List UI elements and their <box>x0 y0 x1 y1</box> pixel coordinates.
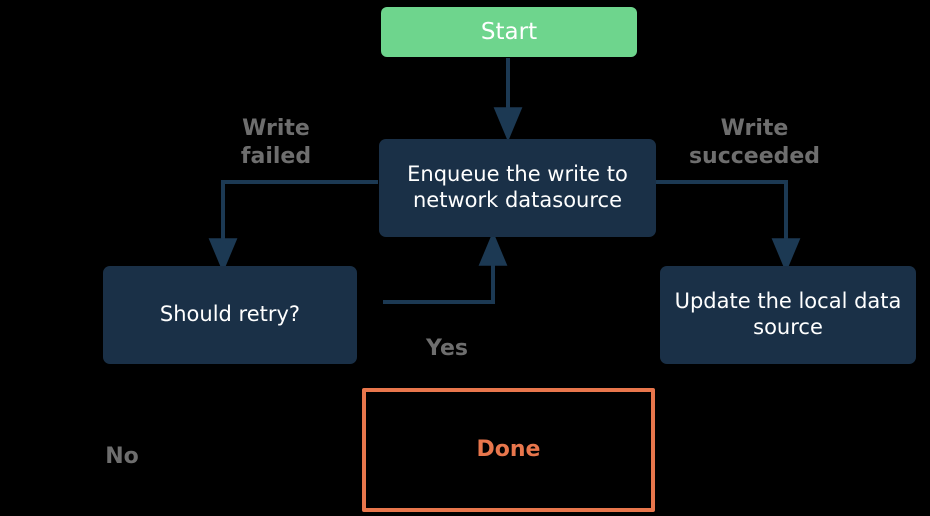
node-done[interactable]: Done <box>362 388 655 512</box>
edge-label-yes: Yes <box>426 336 468 361</box>
edge-label-no: No <box>105 444 139 469</box>
edge-enqueue-to-update-local <box>656 180 801 273</box>
node-should-retry[interactable]: Should retry? <box>103 266 357 364</box>
node-update-local-data-source[interactable]: Update the local data source <box>660 266 916 364</box>
edge-enqueue-to-should-retry <box>208 180 378 273</box>
edge-should-retry-yes-to-enqueue <box>383 231 508 304</box>
edge-label-write-succeeded: Write succeeded <box>688 116 821 170</box>
node-enqueue-write[interactable]: Enqueue the write to network datasource <box>379 139 656 237</box>
edge-label-write-failed: Write failed <box>240 116 312 170</box>
node-start[interactable]: Start <box>381 7 637 57</box>
